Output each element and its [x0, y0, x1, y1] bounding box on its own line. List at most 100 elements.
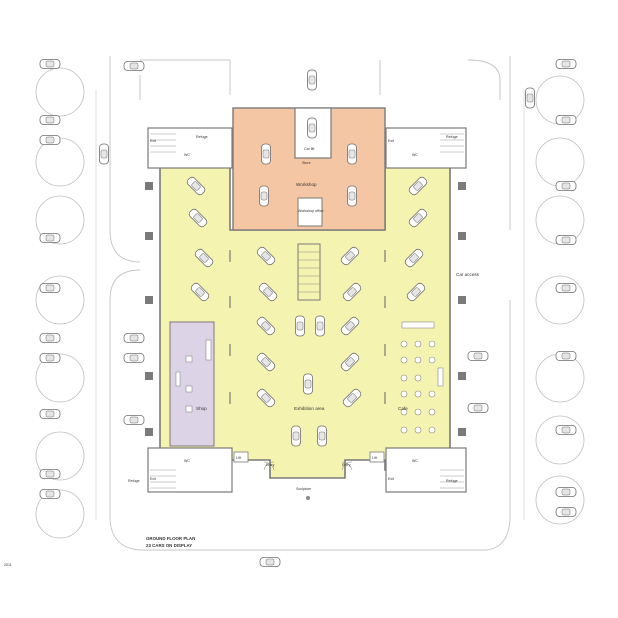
entry-right-label: Entry: [342, 463, 351, 467]
car-icon: [525, 87, 535, 109]
car-icon: [39, 469, 61, 479]
car-icon: [404, 248, 424, 268]
lift-right-label: Lift: [372, 456, 377, 460]
car-icon: [555, 507, 577, 517]
refuge-tl-label: Refuge: [196, 135, 208, 139]
wc-br-label: WC: [412, 459, 418, 463]
lift-left-label: Lift: [236, 456, 241, 460]
workshop-label: Workshop: [296, 182, 317, 187]
refuge-bl-label: Refuge: [128, 479, 140, 483]
car-icon: [39, 409, 61, 419]
wc-tl-label: WC: [184, 153, 190, 157]
car-icon: [347, 185, 357, 207]
car-icon: [256, 316, 276, 336]
cafe-furniture: [400, 321, 444, 434]
refuge-tr-label: Refuge: [446, 135, 458, 139]
car-icon: [555, 181, 577, 191]
sculpture-marker: [306, 496, 310, 500]
car-icon: [194, 248, 214, 268]
car-icon: [259, 185, 269, 207]
car-icon: [123, 353, 145, 363]
car-icon: [555, 425, 577, 435]
columns: [145, 182, 466, 436]
car-icon: [467, 403, 489, 413]
car-icon: [347, 143, 357, 165]
shop-fixtures: [175, 339, 212, 413]
sheet-number: 2011: [4, 563, 12, 567]
sculpture-label: Sculpture: [296, 487, 311, 491]
car-icon: [39, 353, 61, 363]
car-icon: [342, 282, 362, 302]
car-icon: [317, 425, 327, 447]
exit-tr-label: Exit: [388, 139, 394, 143]
workshop-office-label: Workshop office: [298, 209, 324, 213]
car-access-label: Car access: [456, 272, 480, 277]
car-icon: [467, 351, 489, 361]
plan-title-line-1: GROUND FLOOR PLAN: [146, 536, 195, 541]
right-parking-circles: [535, 75, 585, 525]
car-icon: [307, 69, 317, 91]
car-icon: [555, 235, 577, 245]
shop-label: Shop: [196, 406, 207, 411]
car-icon: [39, 135, 61, 145]
car-icon: [307, 117, 317, 139]
car-icon: [340, 246, 360, 266]
car-icon: [39, 59, 61, 69]
entry-doors: [263, 461, 353, 471]
car-icon: [342, 388, 362, 408]
site-roads: [95, 56, 525, 551]
core-stair-lines: [150, 133, 464, 489]
car-icon: [123, 333, 145, 343]
car-icon: [340, 316, 360, 336]
cafe-label: Cafe: [398, 406, 408, 411]
car-icon: [256, 246, 276, 266]
car-icon: [256, 352, 276, 372]
car-icon: [39, 233, 61, 243]
car-icon: [188, 208, 208, 228]
cars-layer: [39, 59, 577, 567]
plan-title-line-2: 23 CARS ON DISPLAY: [146, 543, 192, 548]
car-icon: [555, 59, 577, 69]
car-icon: [190, 282, 210, 302]
interior-wall-stubs: [229, 250, 386, 404]
car-lift-label: Car lift: [304, 147, 314, 151]
exit-tl-label: Exit: [150, 139, 156, 143]
car-icon: [315, 315, 325, 337]
car-icon: [123, 415, 145, 425]
car-icon: [555, 487, 577, 497]
car-icon: [408, 176, 428, 196]
wc-tr-label: WC: [412, 153, 418, 157]
car-icon: [39, 489, 61, 499]
wc-bl-label: WC: [184, 459, 190, 463]
lift-right-box: [369, 451, 385, 463]
car-icon: [186, 176, 206, 196]
car-icon: [256, 388, 276, 408]
car-icon: [39, 283, 61, 293]
stair-treads: [298, 251, 320, 293]
car-icon: [303, 373, 313, 395]
exit-br-label: Exit: [388, 477, 394, 481]
lift-left-box: [233, 451, 249, 463]
car-icon: [99, 143, 109, 165]
central-stair: [297, 243, 321, 301]
car-icon: [123, 61, 145, 71]
workshop-office: [297, 197, 323, 227]
car-icon: [295, 315, 305, 337]
car-icon: [555, 351, 577, 361]
exit-bl-label: Exit: [150, 477, 156, 481]
car-icon: [39, 115, 61, 125]
car-icon: [291, 425, 301, 447]
car-icon: [555, 115, 577, 125]
car-icon: [259, 557, 281, 567]
car-icon: [406, 282, 426, 302]
car-icon: [39, 333, 61, 343]
entry-left-label: Entry: [266, 463, 275, 467]
car-icon: [555, 283, 577, 293]
exhibition-area-label: Exhibition area: [294, 406, 325, 411]
car-icon: [340, 352, 360, 372]
car-icon: [261, 143, 271, 165]
store-label: Store: [302, 161, 311, 165]
car-icon: [258, 282, 278, 302]
refuge-br-label: Refuge: [446, 479, 458, 483]
